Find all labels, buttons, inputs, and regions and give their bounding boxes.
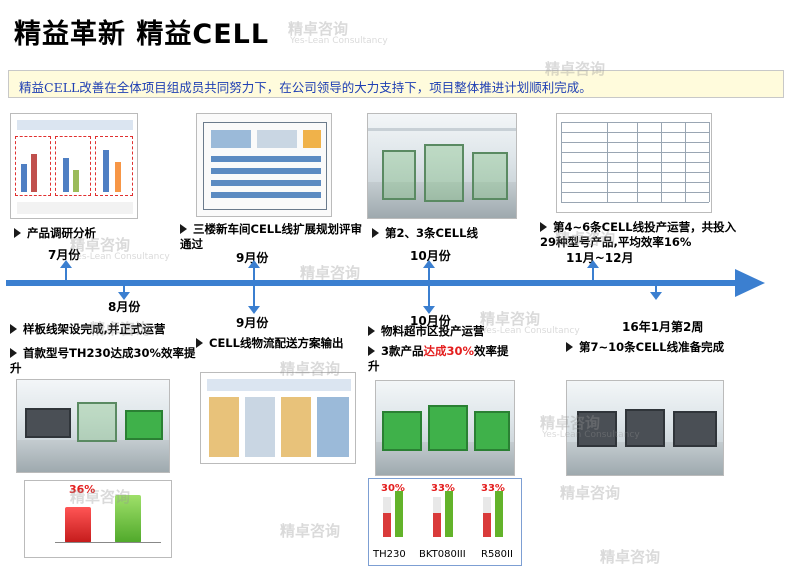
watermark-logo: 精卓咨询 xyxy=(70,488,131,506)
date-oct-top: 10月份 xyxy=(410,249,451,263)
watermark-logo: 精卓咨询 xyxy=(280,360,341,378)
efficiency-bar-chart: 36% xyxy=(24,480,172,558)
highlight-text: 达成30% xyxy=(423,344,475,358)
milestone-label-oct-top: 第2、3条CELL线 xyxy=(372,226,478,241)
pointer-arrow-icon xyxy=(372,227,379,238)
product-efficiency-chart: 30% 33% 33% TH230 BKT080III R580II xyxy=(368,478,522,566)
tick-sep-top xyxy=(248,260,260,280)
summary-banner: 精益CELL改善在全体项目组成员共同努力下，在公司领导的大力支持下，项目整体推进… xyxy=(8,70,784,98)
pointer-arrow-icon xyxy=(196,337,203,348)
watermark-logo: 精卓咨询 xyxy=(600,548,661,566)
bar-after xyxy=(115,495,141,543)
product-value-1: 30% xyxy=(381,483,405,494)
pointer-arrow-icon xyxy=(10,347,17,358)
product-name-2: BKT080III xyxy=(419,549,466,560)
date-jan: 16年1月第2周 xyxy=(622,320,704,334)
production-table-thumbnail xyxy=(556,113,712,213)
pointer-arrow-icon xyxy=(10,323,17,334)
watermark-logo: 精卓咨询 xyxy=(560,484,621,502)
tick-nov-dec xyxy=(587,260,599,280)
timeline-arrowhead-icon xyxy=(735,269,765,297)
pilot-line-photo xyxy=(16,379,170,473)
date-nov-dec: 11月~12月 xyxy=(566,251,634,265)
pointer-arrow-icon xyxy=(566,341,573,352)
pointer-arrow-icon xyxy=(540,221,547,232)
milestone-label-oct-2: 3款产品达成30%效率提升 xyxy=(368,344,509,373)
watermark-logo: 精卓咨询 xyxy=(70,236,131,254)
product-name-1: TH230 xyxy=(373,549,406,560)
tick-sep-bottom xyxy=(248,286,260,314)
timeline-axis xyxy=(6,280,741,286)
tick-oct-top xyxy=(423,260,435,280)
watermark-logo: 精卓咨询 xyxy=(480,310,541,328)
milestone-label-sep-top: 三楼新车间CELL线扩展规划评审通过 xyxy=(180,222,362,251)
watermark-logo: 精卓咨询 xyxy=(540,414,601,432)
tick-jan xyxy=(650,286,662,300)
milestone-label-aug-1: 样板线架设完成,并正式运营 xyxy=(10,322,165,337)
milestone-label-oct-1: 物料超市区投产运营 xyxy=(368,324,485,339)
product-name-3: R580II xyxy=(481,549,513,560)
tick-jul xyxy=(60,260,72,280)
bar-value-label: 36% xyxy=(69,483,96,496)
pointer-arrow-icon xyxy=(180,223,187,234)
material-supermarket-photo xyxy=(375,380,515,476)
watermark-subtext: Yes-Lean Consultancy xyxy=(542,430,640,440)
watermark-logo: 精卓咨询 xyxy=(90,320,151,338)
tick-aug xyxy=(118,286,130,300)
bar-before xyxy=(65,507,91,543)
cell-line-photo-7-10 xyxy=(566,380,724,476)
product-value-3: 33% xyxy=(481,483,505,494)
pointer-arrow-icon xyxy=(368,345,375,356)
page-title: 精益革新 精益CELL xyxy=(14,19,270,50)
milestone-label-aug-2: 首款型号TH230达成30%效率提升 xyxy=(10,346,196,375)
watermark-logo: 精卓咨询 xyxy=(555,230,616,248)
milestone-label-jul: 产品调研分析 xyxy=(14,226,96,241)
logistics-plan-thumbnail xyxy=(200,372,356,464)
product-analysis-thumbnail xyxy=(10,113,138,219)
workshop-layout-thumbnail xyxy=(196,113,332,217)
cell-line-photo-2-3 xyxy=(367,113,517,219)
date-jul: 7月份 xyxy=(48,248,81,262)
milestone-label-nov-dec: 第4~6条CELL线投产运营，共投入29种型号产品,平均效率16% xyxy=(540,220,737,249)
milestone-label-jan: 第7~10条CELL线准备完成 xyxy=(566,340,724,355)
watermark-logo: 精卓咨询 xyxy=(288,20,349,38)
watermark-logo: 精卓咨询 xyxy=(280,522,341,540)
milestone-label-sep-bottom: CELL线物流配送方案输出 xyxy=(196,336,343,351)
watermark-logo: 精卓咨询 xyxy=(545,60,606,78)
date-aug: 8月份 xyxy=(108,300,141,314)
watermark-subtext: Yes-Lean Consultancy xyxy=(72,252,170,262)
watermark-subtext: Yes-Lean Consultancy xyxy=(290,36,388,46)
date-oct-bottom: 10月份 xyxy=(410,314,451,328)
pointer-arrow-icon xyxy=(14,227,21,238)
product-value-2: 33% xyxy=(431,483,455,494)
watermark-logo: 精卓咨询 xyxy=(300,264,361,282)
watermark-subtext: Yes-Lean Consultancy xyxy=(482,326,580,336)
pointer-arrow-icon xyxy=(368,325,375,336)
date-sep-bottom: 9月份 xyxy=(236,316,269,330)
date-sep-top: 9月份 xyxy=(236,251,269,265)
tick-oct-bottom xyxy=(423,286,435,314)
